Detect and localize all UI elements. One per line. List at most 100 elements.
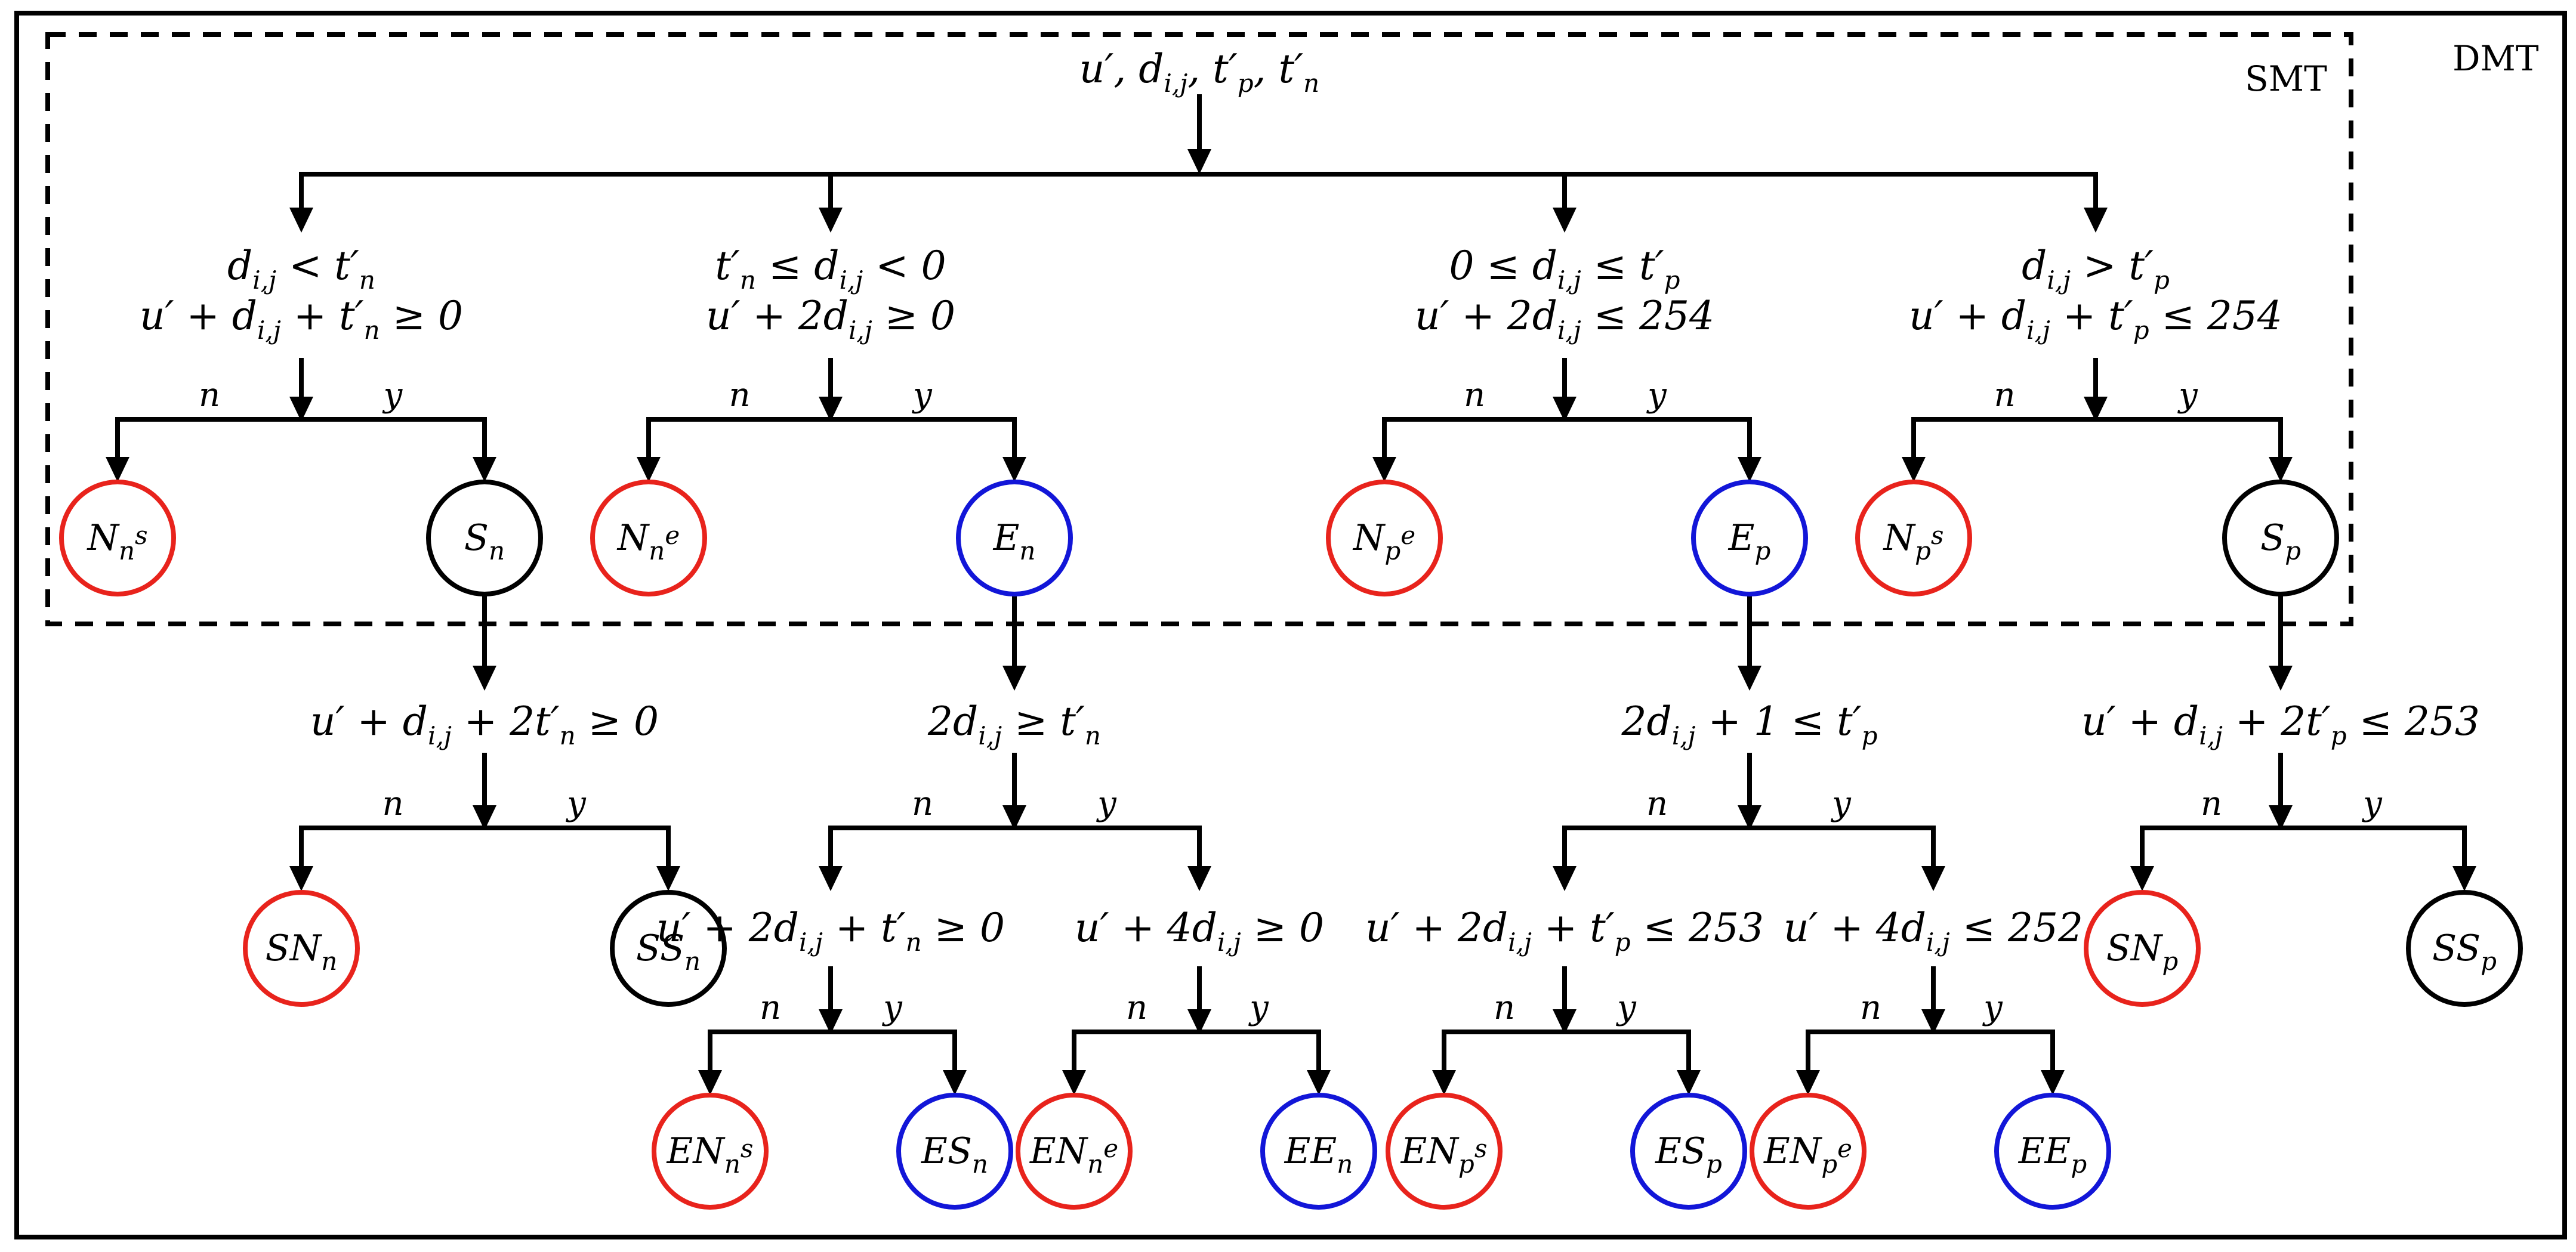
dmt-frame <box>14 11 2567 1239</box>
node-Ep-leaf-2-circle <box>1750 1093 1867 1210</box>
node-Sp-yes-circle <box>2222 480 2339 596</box>
branch-Sp-left-head <box>1902 457 1926 482</box>
node-SNn-label: SNn <box>266 928 338 976</box>
node-En-yes-label: En <box>993 517 1036 565</box>
node-En-leaf-1-circle <box>896 1093 1013 1210</box>
node-En-leaf-0-label: ENns <box>667 1130 754 1179</box>
node-SNp-circle <box>2084 890 2201 1007</box>
En-second-yes-label: y <box>1096 784 1117 823</box>
node-En-leaf-3-label: EEn <box>1284 1130 1353 1179</box>
En-third-yes-left-head <box>1062 1070 1086 1095</box>
node-Sp-yes-label: Sp <box>2260 517 2301 565</box>
Ep-second-stem-head <box>1738 805 1761 830</box>
node-Sn-yes-circle <box>426 480 543 596</box>
branch-Sp-yes-label: y <box>2177 376 2198 415</box>
branch-Sp-right-head <box>2269 457 2293 482</box>
branch-Ep-yes-label: y <box>1646 376 1667 415</box>
root-stem-head <box>1187 149 1211 174</box>
Sn-second-stem-head <box>473 805 496 830</box>
En-third-no-right-head <box>943 1070 967 1095</box>
node-Ep-yes-circle <box>1691 480 1808 596</box>
branch-Sn-condition-line2: u′ + di,j + t′n ≥ 0 <box>140 293 463 345</box>
Ep-second-left-head <box>1553 866 1577 891</box>
node-Ep-leaf-0-label: ENps <box>1400 1130 1488 1179</box>
branch-En-left-head <box>637 457 661 482</box>
smt-frame <box>45 32 2353 626</box>
Ep-third-yes-condition: u′ + 4di,j ≤ 252 <box>1784 905 2083 957</box>
node-Ep-no-label: Npe <box>1352 517 1415 565</box>
En-second-condition: 2di,j ≥ t′n <box>927 698 1101 750</box>
branch-Ep-right-head <box>1738 457 1761 482</box>
Ep-third-no-right-head <box>1677 1070 1701 1095</box>
Sn-second-left-head <box>289 866 313 891</box>
En-second-right-head <box>1187 866 1211 891</box>
Ep-second-yes-label: y <box>1830 784 1852 823</box>
En-third-yes-no-label: n <box>1126 988 1147 1027</box>
Ep-second-condition: 2di,j + 1 ≤ t′p <box>1621 698 1878 750</box>
Sp-second-no-label: n <box>2201 784 2222 823</box>
En-third-yes-stem-head <box>1187 1009 1211 1034</box>
Sn-second-right-head <box>656 866 680 891</box>
En-third-no-stem-head <box>819 1009 843 1034</box>
Ep-third-no-stem-head <box>1553 1009 1577 1034</box>
Ep-third-no-left-head <box>1432 1070 1456 1095</box>
node-Ep-leaf-0-circle <box>1386 1093 1503 1210</box>
En-third-yes-right-head <box>1307 1070 1331 1095</box>
branch-Sp-stem-head <box>2084 397 2108 422</box>
branch-Sp-condition-line1: di,j > t′p <box>2022 243 2170 295</box>
smt-label: SMT <box>2245 58 2327 99</box>
node-SNn-circle <box>243 890 360 1007</box>
Sn-second-condition: u′ + di,j + 2t′n ≥ 0 <box>310 698 659 750</box>
Ep-third-no-yes-label: y <box>1615 988 1637 1027</box>
node-En-leaf-2-circle <box>1016 1093 1133 1210</box>
Sn-second-yes-label: y <box>565 784 587 823</box>
branch-En-no-label: n <box>729 376 750 415</box>
node-SNp-label: SNp <box>2106 928 2179 976</box>
branch-Sn-condition-line1: di,j < t′n <box>227 243 375 295</box>
node-SSp-circle <box>2406 890 2523 1007</box>
node-Ep-leaf-2-label: ENpe <box>1763 1130 1852 1179</box>
branch-En-condition-line2: u′ + 2di,j ≥ 0 <box>706 293 955 345</box>
branch-Ep-left-head <box>1372 457 1396 482</box>
node-SSn-circle <box>610 890 727 1007</box>
tree-labels: u′, di,j, t′p, t′ndi,j < t′nu′ + di,j + … <box>140 46 2480 1027</box>
node-Sp-no-circle <box>1855 480 1972 596</box>
branch-En-stem-head <box>819 397 843 422</box>
Ep-third-yes-stem-head <box>1921 1009 1945 1034</box>
En-third-yes-yes-label: y <box>1248 988 1269 1027</box>
Ep-second-right-head <box>1921 866 1945 891</box>
node-Sn-no-label: Nns <box>86 517 147 565</box>
branch-En-yes-label: y <box>911 376 933 415</box>
En-third-no-condition: u′ + 2di,j + t′n ≥ 0 <box>656 905 1005 957</box>
Sn-second-no-label: n <box>382 784 403 823</box>
branch-Ep-condition-line1: 0 ≤ di,j ≤ t′p <box>1449 243 1680 295</box>
En-second-stem-head <box>1002 805 1026 830</box>
node-Ep-leaf-1-circle <box>1630 1093 1747 1210</box>
Ep-third-yes-left-head <box>1796 1070 1820 1095</box>
node-Sp-no-label: Nps <box>1883 517 1944 565</box>
branch-Sp-condition-line2: u′ + di,j + t′p ≤ 254 <box>1909 293 2282 345</box>
branch-Sn-stem-head <box>289 397 313 422</box>
En-third-no-yes-label: y <box>881 988 903 1027</box>
En-third-no-no-label: n <box>760 988 781 1027</box>
Sp-second-stem-head <box>2269 805 2293 830</box>
En-down-head <box>1002 666 1026 691</box>
root-condition: u′, di,j, t′p, t′n <box>1079 46 1319 98</box>
Ep-third-yes-yes-label: y <box>1982 988 2003 1027</box>
node-Ep-leaf-1-label: ESp <box>1655 1130 1722 1179</box>
branch-Sn-no-label: n <box>199 376 220 415</box>
branch-Sn-yes-label: y <box>382 376 403 415</box>
branch-Ep-stem-head <box>1553 397 1577 422</box>
Ep-second-no-label: n <box>1646 784 1668 823</box>
node-Ep-no-circle <box>1326 480 1443 596</box>
node-Sn-no-circle <box>59 480 176 596</box>
Ep-third-no-condition: u′ + 2di,j + t′p ≤ 253 <box>1365 905 1764 957</box>
tree-connectors <box>106 94 2476 1095</box>
node-En-leaf-0-circle <box>652 1093 769 1210</box>
En-third-yes-condition: u′ + 4di,j ≥ 0 <box>1075 905 1324 957</box>
branch-Ep-condition-line2: u′ + 2di,j ≤ 254 <box>1415 293 1714 345</box>
node-SSn-label: SSn <box>636 928 701 976</box>
branch-Ep-no-label: n <box>1464 376 1485 415</box>
node-Ep-yes-label: Ep <box>1728 517 1771 565</box>
